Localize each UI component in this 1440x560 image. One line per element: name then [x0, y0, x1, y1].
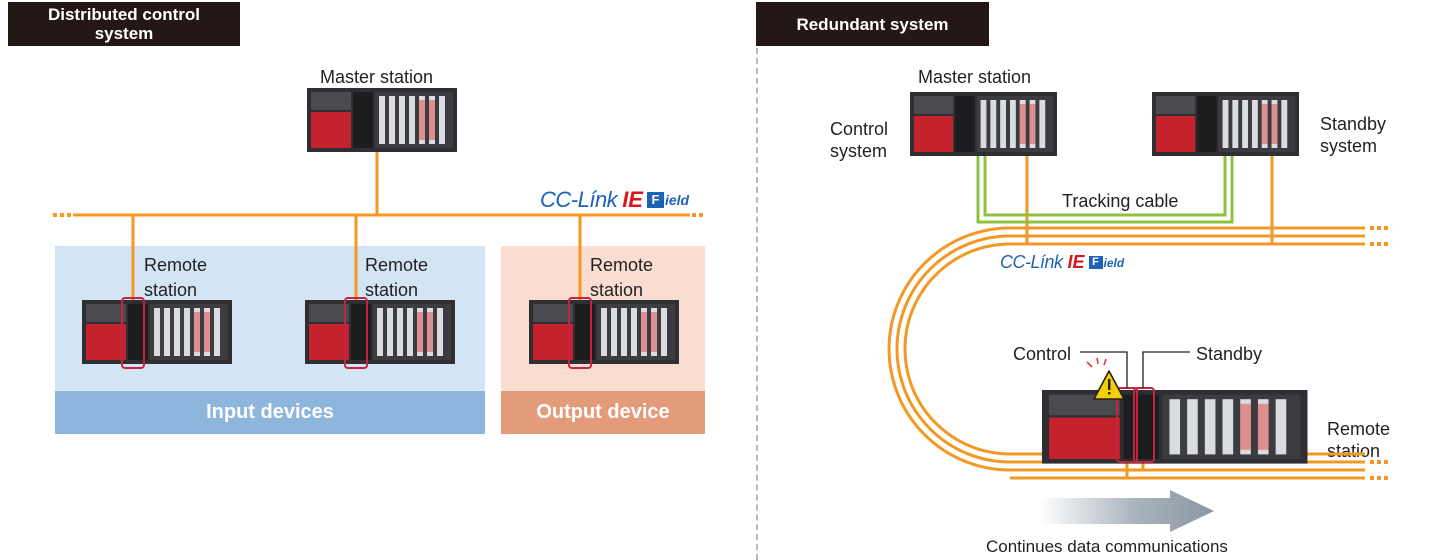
left-panel-title: Distributed control system: [8, 2, 240, 46]
standby-highlight: [1133, 387, 1155, 463]
tracking-cable-label: Tracking cable: [1062, 191, 1179, 211]
control-label: Control: [1013, 344, 1072, 364]
right-ring-network: [887, 226, 1365, 472]
standby-system-label: Standby system: [1320, 114, 1387, 156]
right-panel-title: Redundant system: [756, 2, 989, 46]
panel-divider: [756, 48, 758, 560]
remote-station-label-3: Remote station: [590, 255, 654, 300]
control-highlight: [1116, 387, 1138, 463]
right-remote-station-label: Remote station: [1327, 419, 1391, 461]
right-remote-plc-icon: [1042, 390, 1308, 464]
standby-label: Standby: [1196, 344, 1263, 364]
warning-icon: [1086, 357, 1125, 400]
left-master-station-label: Master station: [320, 67, 434, 87]
right-master-station-label: Master station: [918, 67, 1032, 87]
left-network-dots: [53, 213, 703, 217]
callout-lines: [1080, 351, 1190, 388]
input-devices-band: Input devices: [55, 391, 485, 434]
remote-station-label-1: Remote station: [144, 255, 208, 300]
continues-data-communications-label: Continues data communications: [986, 537, 1228, 556]
standby-system-plc-icon: [1152, 92, 1299, 156]
output-device-band: Output device: [501, 391, 705, 434]
data-continues-arrow: [1040, 490, 1214, 532]
remote-station-label-2: Remote station: [365, 255, 429, 300]
control-system-label: Control system: [830, 119, 889, 161]
control-system-plc-icon: [910, 92, 1057, 156]
left-master-plc-icon: [307, 88, 457, 152]
